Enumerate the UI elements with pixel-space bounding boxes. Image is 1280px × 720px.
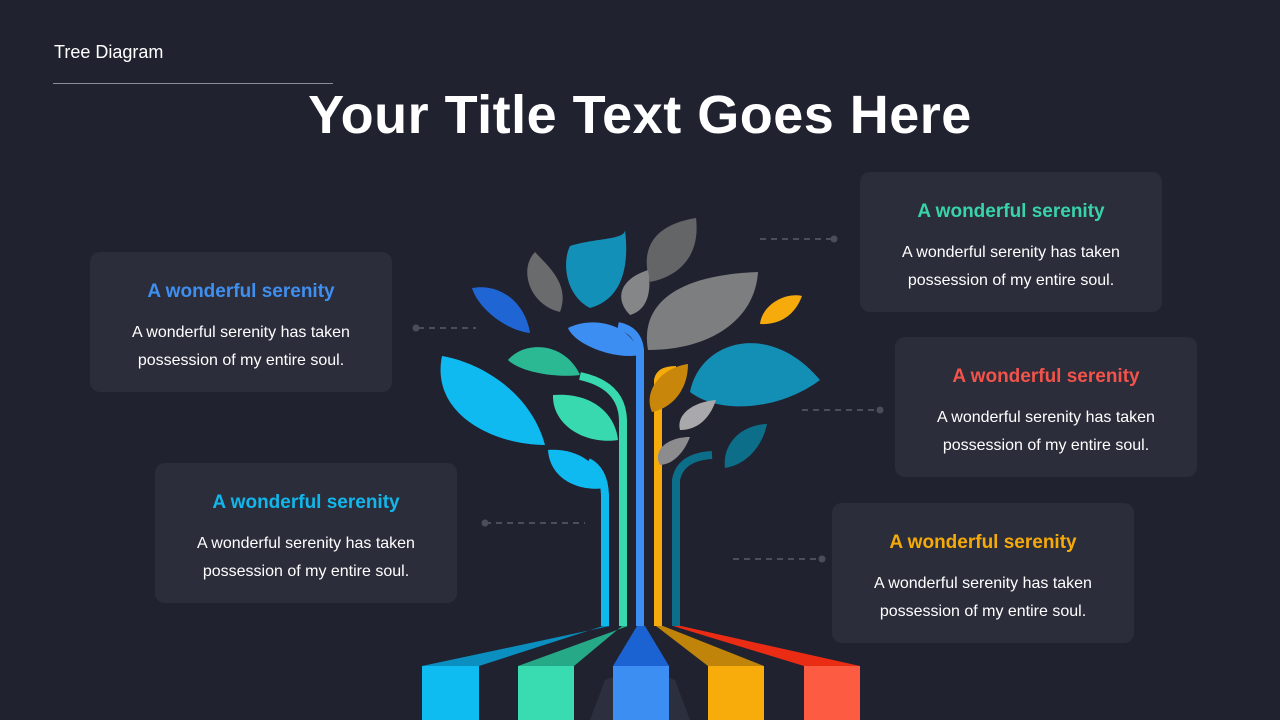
ray-cyan xyxy=(422,626,610,666)
connector-lines xyxy=(418,238,880,560)
ray-teal xyxy=(518,626,628,666)
bar-orange xyxy=(708,666,764,720)
card-title: A wonderful serenity xyxy=(917,201,1105,222)
info-card-orange: A wonderful serenity A wonderful serenit… xyxy=(832,503,1134,643)
card-body: A wonderful serenity has taken possessio… xyxy=(937,409,1155,454)
info-card-cyan: A wonderful serenity A wonderful serenit… xyxy=(155,463,457,603)
info-card-blue: A wonderful serenity A wonderful serenit… xyxy=(90,252,392,392)
tree-leaves xyxy=(440,218,820,489)
header-divider xyxy=(53,83,333,84)
ray-blue xyxy=(613,626,669,666)
info-card-red: A wonderful serenity A wonderful serenit… xyxy=(895,337,1197,477)
ray-orange xyxy=(656,626,764,666)
bar-cyan xyxy=(422,666,479,720)
card-body: A wonderful serenity has taken possessio… xyxy=(197,535,415,580)
page-title: Your Title Text Goes Here xyxy=(308,85,972,145)
card-body: A wonderful serenity has taken possessio… xyxy=(874,575,1092,620)
card-body: A wonderful serenity has taken possessio… xyxy=(132,324,350,369)
bar-red xyxy=(804,666,860,720)
card-title: A wonderful serenity xyxy=(147,281,335,302)
bar-blue xyxy=(613,666,669,720)
bar-teal xyxy=(518,666,574,720)
card-title: A wonderful serenity xyxy=(952,366,1140,387)
card-title: A wonderful serenity xyxy=(212,492,400,513)
ray-red xyxy=(673,626,860,666)
info-card-teal: A wonderful serenity A wonderful serenit… xyxy=(860,172,1162,312)
card-body: A wonderful serenity has taken possessio… xyxy=(902,244,1120,289)
card-title: A wonderful serenity xyxy=(889,532,1077,553)
header-label: Tree Diagram xyxy=(54,42,164,62)
